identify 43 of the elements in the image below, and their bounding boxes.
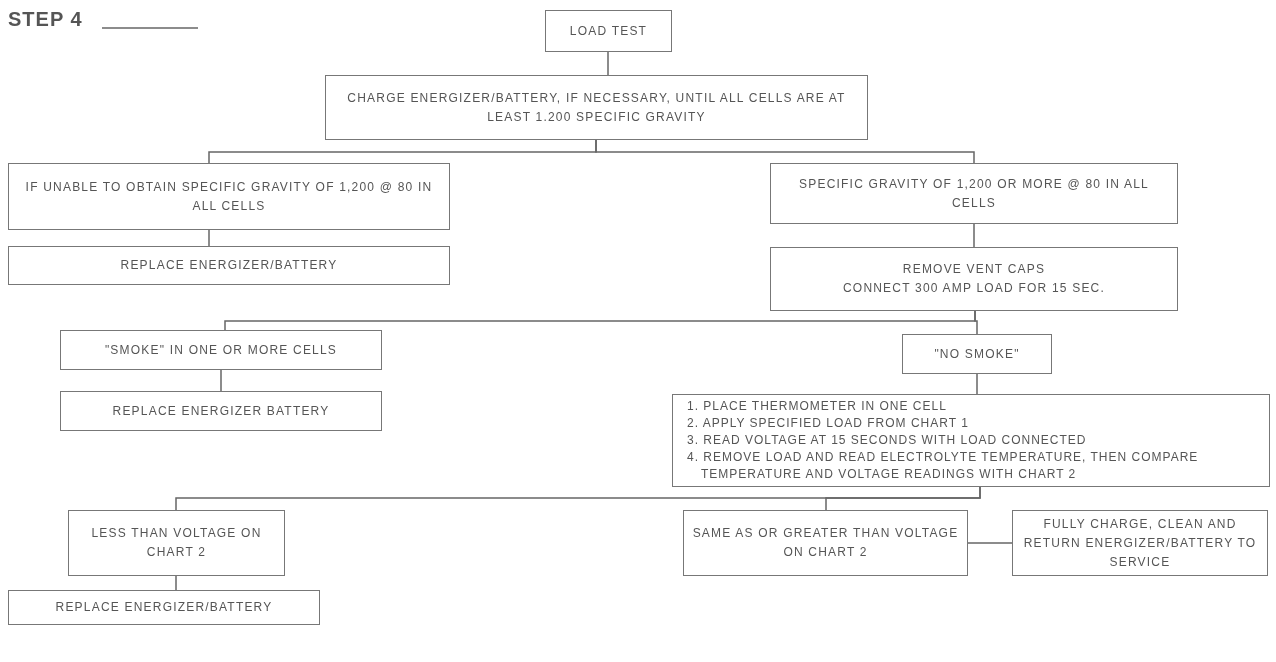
box-text: REPLACE ENERGIZER BATTERY <box>112 402 330 420</box>
process-box <box>8 163 450 230</box>
process-box <box>770 163 1178 224</box>
step-heading: STEP 4 <box>8 8 83 31</box>
box-text: FULLY CHARGE, CLEAN AND RETURN ENERGIZER/BATTERY TO SERVICE <box>1022 515 1258 571</box>
connector-line <box>973 223 975 248</box>
connector-line <box>607 51 609 76</box>
box-text: SAME AS OR GREATER THAN VOLTAGE ON CHART 2 <box>692 525 959 561</box>
process-box <box>1012 510 1268 576</box>
process-box <box>68 510 285 576</box>
process-box <box>325 75 868 140</box>
box-text: LESS THAN VOLTAGE ON CHART 2 <box>90 525 263 561</box>
process-box <box>8 590 320 625</box>
connector-line <box>976 373 978 395</box>
box-text: 4. REMOVE LOAD AND READ ELECTROLYTE TEMPERATURE, THEN COMPARE TEMPERATURE AND VOLTAGE READINGS WITH CHART 2 <box>687 449 1200 483</box>
box-text: 3. READ VOLTAGE AT 15 SECONDS WITH LOAD CONNECTED <box>687 432 1087 449</box>
process-box <box>683 510 968 576</box>
connector-line <box>175 575 177 591</box>
box-text: REPLACE ENERGIZER/BATTERY <box>55 599 273 616</box>
box-text: 1. PLACE THERMOMETER IN ONE CELL <box>687 398 947 415</box>
connector-line <box>208 229 210 247</box>
process-box <box>60 391 382 431</box>
connector-line <box>595 139 975 164</box>
connector-line <box>825 486 981 511</box>
process-box <box>672 394 1270 487</box>
box-text: REMOVE VENT CAPS <box>902 261 1046 278</box>
connector-line <box>220 369 222 392</box>
process-box <box>902 334 1052 374</box>
process-box <box>545 10 672 52</box>
connector-line <box>974 310 978 335</box>
box-text: LOAD TEST <box>569 22 648 40</box>
box-text: CONNECT 300 AMP LOAD FOR 15 SEC. <box>843 280 1105 297</box>
process-box <box>60 330 382 370</box>
box-text: "NO SMOKE" <box>934 345 1020 363</box>
process-box <box>770 247 1178 311</box>
process-box <box>8 246 450 285</box>
box-text: IF UNABLE TO OBTAIN SPECIFIC GRAVITY OF 1,200 @ 80 IN ALL CELLS <box>24 178 434 215</box>
box-text: SPECIFIC GRAVITY OF 1,200 OR MORE @ 80 IN ALL CELLS <box>798 175 1150 212</box>
box-text: 2. APPLY SPECIFIED LOAD FROM CHART 1 <box>687 415 969 432</box>
connector-line <box>967 542 1013 544</box>
box-text: "SMOKE" IN ONE OR MORE CELLS <box>104 341 338 359</box>
box-text: REPLACE ENERGIZER/BATTERY <box>120 257 338 274</box>
box-text: CHARGE ENERGIZER/BATTERY, IF NECESSARY, UNTIL ALL CELLS ARE AT LEAST 1.200 SPECIFIC GRAVITY <box>346 89 847 126</box>
